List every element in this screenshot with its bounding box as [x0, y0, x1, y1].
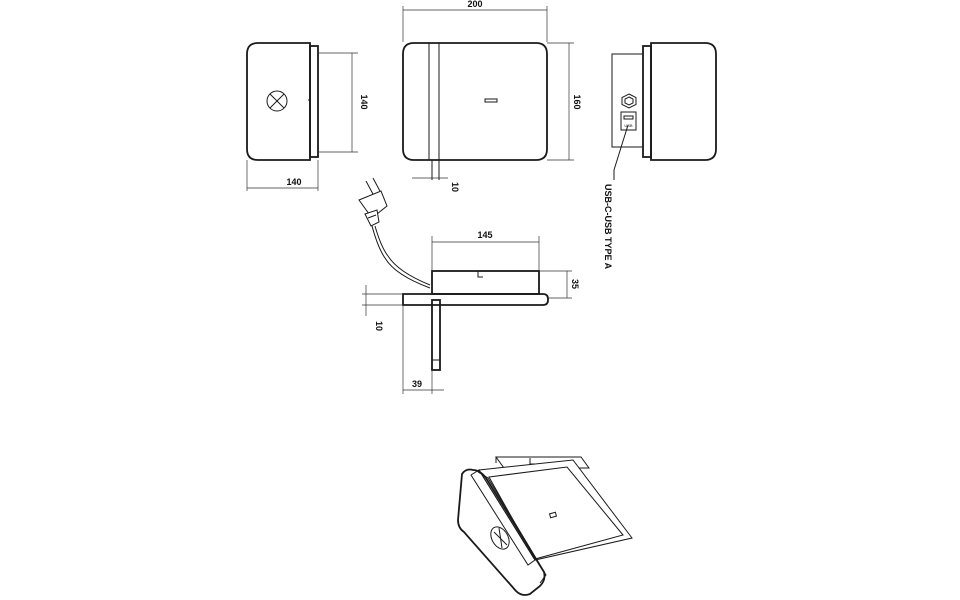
left-side-view: 140 140: [246, 42, 369, 191]
top-view: 145 35 10 39: [358, 177, 580, 394]
dim-left-height: 140: [359, 94, 369, 109]
led-slot-icon: [484, 98, 498, 103]
connector-label: USB-C-USB TYPE A: [603, 184, 613, 270]
dim-front-bracket: 10: [450, 182, 460, 192]
usb-port-icon: USB: [620, 111, 637, 131]
dim-left-depth: 140: [286, 177, 301, 187]
usb-symbol-icon: [621, 93, 637, 109]
usb-port-label: USB: [624, 123, 633, 128]
iso-led-slot-icon: [548, 511, 558, 519]
light-symbol-icon: [266, 90, 288, 112]
front-view: 200 160 10: [402, 0, 582, 192]
iso-light-symbol-icon: [490, 526, 510, 550]
plug-icon: [358, 177, 388, 227]
dim-top-width: 145: [477, 230, 492, 240]
dim-front-height: 160: [572, 94, 582, 109]
dim-top-height: 35: [570, 279, 580, 289]
right-side-view: USB USB-C-USB TYPE A: [603, 42, 717, 270]
dim-top-offset: 39: [412, 379, 422, 389]
dim-top-plate: 10: [374, 321, 384, 331]
dim-front-width: 200: [467, 0, 482, 9]
isometric-view: [457, 456, 633, 596]
